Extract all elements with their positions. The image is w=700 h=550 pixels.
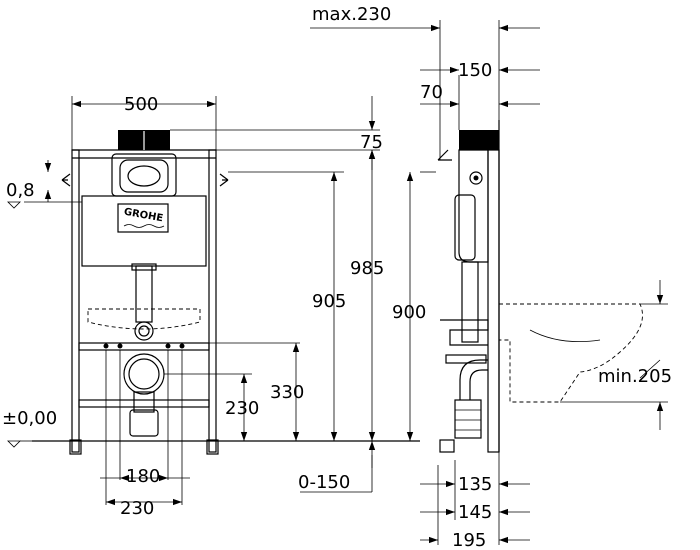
front-view: GROHE (32, 130, 420, 455)
dim-500: 500 (124, 94, 158, 115)
dim-900: 900 (392, 302, 426, 323)
extension-lines (20, 20, 668, 545)
dim-level-zero: ±0,00 (2, 408, 57, 429)
side-bowl-outline (498, 303, 643, 403)
dim-70: 70 (420, 82, 443, 103)
dim-230-width: 230 (120, 498, 154, 519)
flush-pipe (135, 265, 153, 323)
dimension-labels: max.230 150 70 500 75 0,8 985 905 900 33… (2, 4, 672, 550)
dim-min-205: min.205 (598, 366, 672, 387)
left-frame-rail (71, 149, 80, 453)
dim-985: 985 (350, 258, 384, 279)
side-frame-upright (487, 149, 500, 453)
level-symbol-top (7, 201, 21, 209)
dim-0-150: 0-150 (298, 472, 350, 493)
bowl-outline (87, 308, 201, 330)
dim-195: 195 (452, 530, 486, 550)
dim-135: 135 (458, 474, 492, 495)
dim-145: 145 (458, 502, 492, 523)
dim-150: 150 (458, 60, 492, 81)
dim-230-height: 230 (225, 398, 259, 419)
dim-330: 330 (270, 382, 304, 403)
dim-0-8: 0,8 (6, 180, 35, 201)
dim-75: 75 (360, 132, 383, 153)
dim-905: 905 (312, 291, 346, 312)
right-frame-rail (208, 149, 217, 453)
right-foot (206, 439, 219, 455)
side-view (437, 120, 643, 453)
side-actuator (459, 130, 499, 150)
side-cistern (458, 149, 489, 263)
level-symbol-floor (7, 440, 21, 448)
waste-pipe (123, 353, 165, 395)
dim-180: 180 (126, 466, 160, 487)
inspection-opening (111, 153, 177, 197)
left-foot (69, 439, 82, 455)
mount-bar (78, 342, 210, 351)
dimension-lines (44, 24, 664, 544)
dim-max-230: max.230 (312, 4, 391, 25)
